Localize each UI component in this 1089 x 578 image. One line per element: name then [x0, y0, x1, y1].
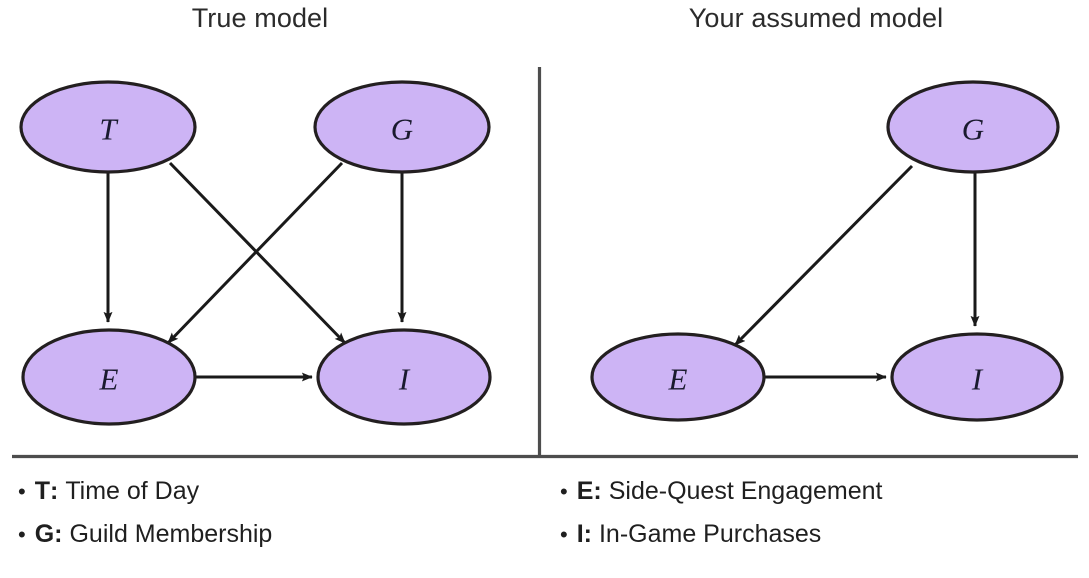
node-E-assumed-label: E — [668, 362, 688, 397]
legend-separator: : — [49, 477, 59, 505]
legend-left-column: • T : Time of Day • G : Guild Membership — [18, 470, 528, 556]
legend-right-column: • E : Side-Quest Engagement • I : In-Gam… — [560, 470, 1080, 556]
legend-item-E: • E : Side-Quest Engagement — [560, 470, 1080, 513]
node-G-assumed[interactable]: G — [886, 80, 1060, 174]
node-E-true-label: E — [99, 362, 119, 397]
node-I-true[interactable]: I — [316, 328, 492, 426]
legend-item-T: • T : Time of Day — [18, 470, 528, 513]
edge-G-to-E-assumed — [733, 164, 914, 347]
node-I-assumed[interactable]: I — [890, 332, 1064, 422]
legend-key-E: E — [576, 477, 594, 505]
legend-item-G: • G : Guild Membership — [18, 513, 528, 556]
bullet-icon: • — [18, 522, 26, 547]
legend-separator: : — [593, 477, 602, 505]
legend-key-G: G — [34, 520, 55, 548]
node-I-assumed-label: I — [971, 362, 984, 397]
legend-description-G: Guild Membership — [69, 520, 273, 548]
node-I-true-label: I — [398, 362, 411, 397]
legend-description-I: In-Game Purchases — [598, 520, 822, 548]
legend-key-T: T — [34, 477, 50, 505]
node-E-assumed[interactable]: E — [590, 332, 766, 422]
node-G-assumed-label: G — [962, 112, 984, 147]
node-T-label: T — [99, 112, 119, 147]
legend-description-T: Time of Day — [65, 477, 200, 505]
legend-description-E: Side-Quest Engagement — [608, 477, 883, 505]
bullet-icon: • — [18, 479, 26, 504]
legend-separator: : — [583, 520, 592, 548]
left-panel-graph: T G E I — [19, 80, 492, 426]
legend-key-I: I — [576, 520, 584, 548]
edge-T-to-I — [168, 161, 347, 345]
node-G-true-label: G — [391, 112, 413, 147]
node-G-true[interactable]: G — [313, 80, 491, 174]
right-panel-title: Your assumed model — [688, 3, 944, 33]
edge-G-to-E — [166, 161, 344, 345]
legend-item-I: • I : In-Game Purchases — [560, 513, 1080, 556]
right-panel-graph: G E I — [590, 80, 1064, 422]
bullet-icon: • — [560, 479, 568, 504]
bullet-icon: • — [560, 522, 568, 547]
node-T[interactable]: T — [19, 80, 197, 174]
left-panel-title: True model — [191, 3, 329, 33]
node-E-true[interactable]: E — [21, 328, 197, 426]
legend-separator: : — [54, 520, 63, 548]
